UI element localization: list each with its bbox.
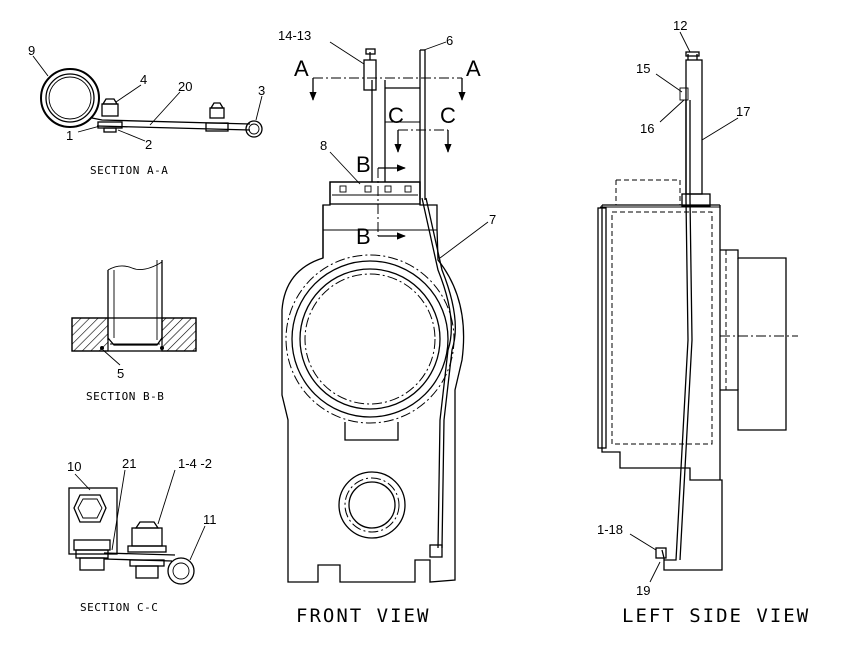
callout-15: 15 xyxy=(636,61,650,76)
section-cc-drawing xyxy=(68,469,206,585)
callout-17: 17 xyxy=(736,104,750,119)
cut-marker-b-top: B xyxy=(356,152,371,177)
callout-7: 7 xyxy=(489,212,496,227)
cut-marker-a-left: A xyxy=(294,56,309,81)
cut-marker-c-right: C xyxy=(440,103,456,128)
section-aa-label: SECTION A-A xyxy=(90,164,168,177)
callout-21: 21 xyxy=(122,456,136,471)
section-cc-label: SECTION C-C xyxy=(80,601,158,614)
section-bb-label: SECTION B-B xyxy=(86,390,164,403)
callout-1: 1 xyxy=(66,128,73,143)
callout-2: 2 xyxy=(145,137,152,152)
section-aa-drawing xyxy=(32,55,263,142)
section-bb-drawing xyxy=(71,260,197,366)
callout-5: 5 xyxy=(117,366,124,381)
front-view-label: FRONT VIEW xyxy=(296,605,430,627)
cut-marker-b-bottom: B xyxy=(356,224,371,249)
callout-8: 8 xyxy=(320,138,327,153)
callout-20: 20 xyxy=(178,79,192,94)
callout-11: 11 xyxy=(203,512,217,527)
front-view-drawing xyxy=(281,41,489,583)
callout-10: 10 xyxy=(67,459,81,474)
callout-14-13: 14-13 xyxy=(278,28,311,43)
callout-6: 6 xyxy=(446,33,453,48)
callout-3: 3 xyxy=(258,83,265,98)
callout-12: 12 xyxy=(673,18,687,33)
callout-1-4-2: 1-4 -2 xyxy=(178,456,212,471)
callout-4: 4 xyxy=(140,72,147,87)
callout-16: 16 xyxy=(640,121,654,136)
callout-9: 9 xyxy=(28,43,35,58)
cut-marker-a-right: A xyxy=(466,56,481,81)
left-side-view-drawing xyxy=(597,31,798,583)
left-side-view-label: LEFT SIDE VIEW xyxy=(622,605,810,627)
callout-1-18: 1-18 xyxy=(597,522,623,537)
callout-19: 19 xyxy=(636,583,650,598)
cut-marker-c-left: C xyxy=(388,103,404,128)
